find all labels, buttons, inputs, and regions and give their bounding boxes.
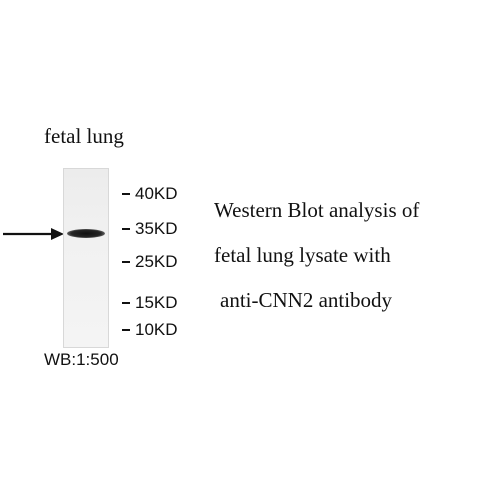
marker-label: 15KD xyxy=(135,293,178,312)
blot-lane xyxy=(63,168,109,348)
marker-tick xyxy=(122,329,130,331)
marker-10kd: 10KD xyxy=(122,320,178,340)
marker-label: 25KD xyxy=(135,252,178,271)
figure-description: Western Blot analysis of fetal lung lysa… xyxy=(214,188,419,323)
marker-label: 40KD xyxy=(135,184,178,203)
marker-tick xyxy=(122,228,130,230)
marker-35kd: 35KD xyxy=(122,219,178,239)
marker-tick xyxy=(122,302,130,304)
band-arrow-icon xyxy=(3,228,64,240)
wb-dilution-label: WB:1:500 xyxy=(44,350,119,369)
marker-label: 35KD xyxy=(135,219,178,238)
sample-label: fetal lung xyxy=(44,124,124,148)
marker-tick xyxy=(122,261,130,263)
marker-label: 10KD xyxy=(135,320,178,339)
description-line-3: anti-CNN2 antibody xyxy=(220,288,393,312)
description-line-2: fetal lung lysate with xyxy=(214,243,391,267)
marker-15kd: 15KD xyxy=(122,293,178,313)
marker-tick xyxy=(122,193,130,195)
marker-25kd: 25KD xyxy=(122,252,178,272)
marker-40kd: 40KD xyxy=(122,184,178,204)
description-line-1: Western Blot analysis of xyxy=(214,198,420,222)
protein-band xyxy=(67,229,105,238)
